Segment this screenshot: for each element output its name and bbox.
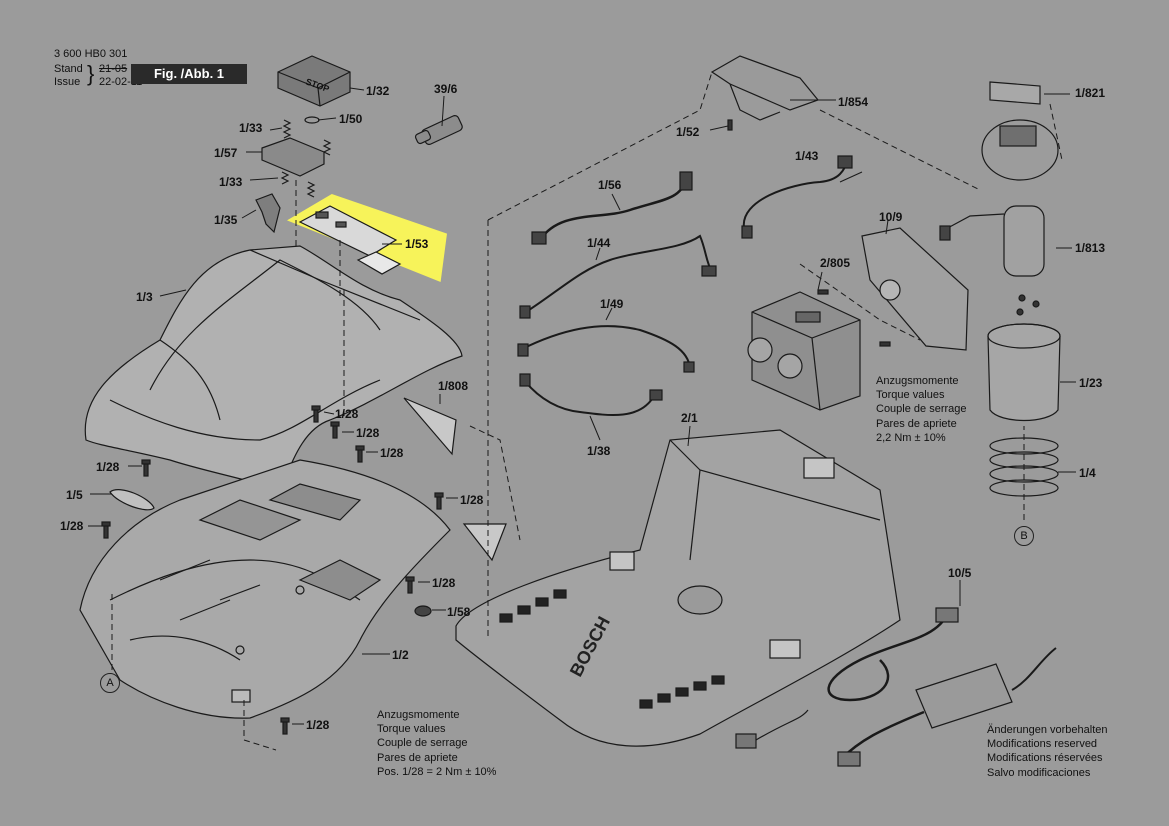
electronics-box-part [747,291,861,411]
brace-icon: } [87,61,95,86]
connector-part [414,115,463,145]
part-label: 1/4 [1079,466,1096,480]
cable-1-49 [519,325,691,369]
torque-line: Pares de apriete [377,751,458,764]
part-label: 1/28 [60,519,84,533]
part-label: 1/58 [447,605,471,619]
torque-line: Anzugsmomente [876,375,959,387]
motor-part [939,205,1045,316]
cable-1-44 [525,234,713,313]
part-label: 1/49 [600,297,624,311]
part-label: 10/9 [879,210,903,224]
knob-part [414,605,432,617]
part-label: 1/28 [380,446,404,460]
part-number: 3 600 HB0 301 [54,48,128,60]
part-label: 1/33 [219,175,243,189]
issue-label: Issue [54,76,81,88]
part-label: 1/2 [392,648,409,662]
part-label: 1/808 [438,379,469,393]
cable-1-38 [523,379,655,417]
part-label: 1/28 [432,576,456,590]
torque-line: Pares de apriete [876,417,957,430]
changes-line: Änderungen vorbehalten [987,724,1108,736]
part-label: 39/6 [434,82,458,96]
base-chassis-part [455,429,901,747]
part-label: 1/32 [366,84,390,98]
torque-line: Pos. 1/28 = 2 Nm ± 10% [377,765,497,778]
part-label: 1/813 [1075,241,1106,255]
stop-key-part [277,55,351,107]
torque-line: Couple de serrage [377,737,468,750]
housing-part [987,323,1061,422]
label-sticker-part [298,205,402,275]
changes-line: Modifications reserved [987,738,1098,751]
changes-note: Änderungen vorbehalten Modifications res… [987,723,1107,780]
cable-1-56 [538,179,688,241]
part-label: 1/3 [136,290,153,304]
lower-body-part [79,459,451,719]
part-label: 1/53 [405,237,429,251]
changes-line: Salvo modificaciones [987,766,1091,779]
part-label: 2/805 [820,256,851,270]
part-label: 1/28 [460,493,484,507]
changes-line: Modifications réservées [987,752,1103,765]
torque-line: Torque values [876,389,945,402]
cable-1-43 [742,159,849,229]
marker-a: A [100,673,120,693]
part-label: 1/821 [1075,86,1106,100]
part-label: 1/44 [587,236,611,250]
screws [101,119,891,735]
charger-part [735,607,1057,767]
clip-part [255,193,281,234]
part-label: 2/1 [681,411,698,425]
torque-note-bottom: Anzugsmomente Torque values Couple de se… [377,708,496,779]
motor-head-part [981,119,1059,181]
part-label: 1/43 [795,149,819,163]
part-label: 1/854 [838,95,869,109]
part-label: 1/28 [96,460,120,474]
part-label: 1/57 [214,146,238,160]
marker-b: B [1014,526,1034,546]
badge-part [109,489,155,511]
plate-part-1 [403,397,457,456]
part-label: 1/33 [239,121,263,135]
figure-badge: Fig. /Abb. 1 [131,64,247,84]
part-label: 1/28 [306,718,330,732]
part-label: 10/5 [948,566,972,580]
torque-line: Couple de serrage [876,403,967,416]
part-label: 1/28 [335,407,359,421]
part-label: 1/50 [339,112,363,126]
top-cover-part [84,245,463,491]
part-label: 1/52 [676,125,700,139]
torque-line: 2,2 Nm ± 10% [876,431,946,444]
part-label: 1/5 [66,488,83,502]
torque-line: Anzugsmomente [377,709,460,721]
part-label: 1/56 [598,178,622,192]
back-plate-part [861,227,969,351]
cap-part [989,81,1041,105]
part-label: 1/35 [214,213,238,227]
torque-line: Torque values [377,723,446,736]
part-label: 1/28 [356,426,380,440]
torque-note-right: Anzugsmomente Torque values Couple de se… [876,374,967,445]
part-label: 1/23 [1079,376,1103,390]
plate-part-2 [462,523,507,562]
bracket-part [261,137,325,177]
part-label: 1/38 [587,444,611,458]
stand-label: Stand [54,63,83,75]
stand-value: 21-05 [99,63,128,75]
holder-part [710,55,820,111]
